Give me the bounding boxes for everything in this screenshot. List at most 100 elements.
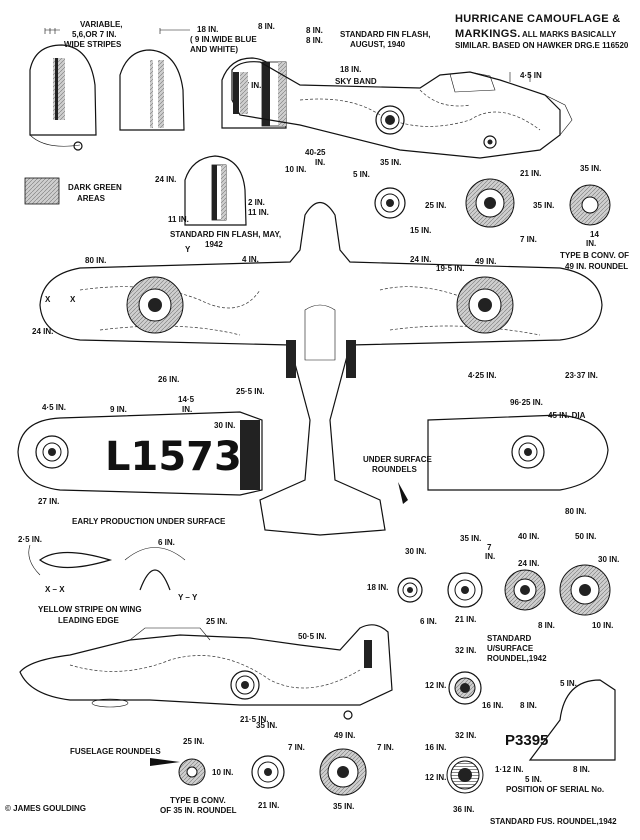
title-line2b: ALL MARKS BASICALLY [522, 30, 617, 39]
title-line3: SIMILAR. BASED ON HAWKER DRG.E 116520 [455, 41, 629, 50]
legend-dark-green: DARK GREEN AREAS [24, 177, 122, 205]
dark-green-swatch [24, 177, 60, 205]
dim-10in: 10 IN. [285, 165, 306, 174]
legend-label: DARK GREEN [68, 183, 122, 192]
dim-8in-u: 8 IN. [538, 621, 555, 630]
dim-18in-b: ( 9 IN.WIDE BLUE [190, 35, 257, 44]
dim-4-5in-early: 4·5 IN. [42, 403, 66, 412]
label-yy: Y – Y [178, 593, 198, 602]
side-view-top: 18 IN. SKY BAND 4·5 IN [231, 61, 573, 159]
dim-35in-u: 35 IN. [460, 534, 481, 543]
dim-27in-early: 27 IN. [38, 497, 59, 506]
dim-16in-std: 16 IN. [482, 701, 503, 710]
dim-variable: VARIABLE, [80, 20, 123, 29]
dim-50in-u: 50 IN. [575, 532, 596, 541]
std-flash-1942b: 1942 [205, 240, 223, 249]
serial-L1573: L1573 [105, 434, 242, 480]
dim-15in: 15 IN. [410, 226, 431, 235]
dim-24in-u: 24 IN. [518, 559, 539, 568]
yellow-caption2: LEADING EDGE [58, 616, 120, 625]
dim-12in-fus: 12 IN. [425, 773, 446, 782]
fin-aug-1940: 8 IN. 8 IN. 8 IN. STANDARD FIN FLASH, AU… [221, 22, 431, 129]
std-fus-roundel-1942: 32 IN. 16 IN. 12 IN. 36 IN. STANDARD FUS… [5, 731, 617, 826]
dim-23-37in: 23·37 IN. [565, 371, 598, 380]
dim-40-25: 40-25 [305, 148, 326, 157]
dim-7in-fus-b: 7 IN. [377, 743, 394, 752]
dim-8in-fus: 8 IN. [573, 765, 590, 774]
type-b-label: TYPE B CONV. OF [560, 251, 629, 260]
credit: © JAMES GOULDING [5, 804, 86, 813]
dim-27in: 27 IN. [240, 81, 261, 90]
dim-14-5b: IN. [182, 405, 192, 414]
label-x1: X [45, 295, 51, 304]
dim-8in-std: 8 IN. [520, 701, 537, 710]
dim-16in-fus: 16 IN. [425, 743, 446, 752]
under-roundel-sizes: 30 IN. 35 IN. 7 IN. 40 IN. 50 IN. 18 IN.… [367, 532, 619, 630]
dim-25-5in: 25·5 IN. [236, 387, 264, 396]
early-caption: EARLY PRODUCTION UNDER SURFACE [72, 517, 226, 526]
dim-30in-u: 30 IN. [405, 547, 426, 556]
std-fus-label: STANDARD FUS. ROUNDEL,1942 [490, 817, 617, 826]
dim-4-5in: 4·5 IN [520, 71, 542, 80]
std-flash-1942: STANDARD FIN FLASH, MAY, [170, 230, 281, 239]
dim-11in-b: 11 IN. [248, 208, 269, 217]
dim-18in-c: AND WHITE) [190, 45, 238, 54]
std-flash-1940b: AUGUST, 1940 [350, 40, 406, 49]
dim-7in: 7 IN. [520, 235, 537, 244]
serial-pos-label: POSITION OF SERIAL No. [506, 785, 604, 794]
dim-24in-b: 24 IN. [32, 327, 53, 336]
dim-45in-dia: 45 IN. DIA [548, 411, 586, 420]
dim-35in: 35 IN. [380, 158, 401, 167]
dim-21in: 21 IN. [520, 169, 541, 178]
early-underside: L1573 4·5 IN. 9 IN. 14·5 IN. 30 IN. 27 I… [17, 395, 263, 526]
dim-50-5in: 50·5 IN. [298, 632, 326, 641]
std-u-label1: STANDARD [487, 634, 532, 643]
top-roundels: 40-25 IN. 10 IN. 35 IN. 5 IN. 25 IN. 15 … [285, 148, 629, 271]
fin-variable: VARIABLE, 5,6,OR 7 IN. WIDE STRIPES [29, 20, 123, 151]
dim-80in-under: 80 IN. [565, 507, 586, 516]
dim-35in-c: 35 IN. [580, 164, 601, 173]
dim-2in: 2 IN. [248, 198, 265, 207]
dim-4in: 4 IN. [242, 255, 259, 264]
dim-5in: 5 IN. [353, 170, 370, 179]
dim-30in-u-b: 30 IN. [598, 555, 619, 564]
dim-6in-u: 6 IN. [420, 617, 437, 626]
dim-32in-std: 32 IN. [455, 646, 476, 655]
dim-19-5in: 19·5 IN. [436, 264, 464, 273]
dim-96-25in: 96·25 IN. [510, 398, 543, 407]
dim-49in-fus: 49 IN. [334, 731, 355, 740]
dim-4-25in: 4·25 IN. [468, 371, 496, 380]
fin-may-1942: 24 IN. 2 IN. 11 IN. 11 IN. STANDARD FIN … [155, 155, 281, 249]
dim-5in-std: 5 IN. [560, 679, 577, 688]
dim-10in-u: 10 IN. [592, 621, 613, 630]
type-b-label2: 49 IN. ROUNDEL [565, 262, 628, 271]
fuselage-roundels: FUSELAGE ROUNDELS 25 IN. 10 IN. TYPE B C… [70, 721, 394, 815]
under-label2: ROUNDELS [372, 465, 418, 474]
dim-8in-a: 8 IN. [258, 22, 275, 31]
dim-14-5: 14·5 [178, 395, 195, 404]
dim-25in-fus: 25 IN. [183, 737, 204, 746]
dim-21in-fus: 21 IN. [258, 801, 279, 810]
dim-35in-fus: 35 IN. [256, 721, 277, 730]
dim-26in: 26 IN. [158, 375, 179, 384]
type-b-fus2: OF 35 IN. ROUNDEL [160, 806, 237, 815]
under-label1: UNDER SURFACE [363, 455, 433, 464]
std-under-roundel-1942: 32 IN. 12 IN. STANDARD U/SURFACE ROUNDEL… [425, 634, 616, 761]
dim-18in: 18 IN. [197, 25, 218, 34]
std-flash-1940: STANDARD FIN FLASH, [340, 30, 431, 39]
yellow-caption1: YELLOW STRIPE ON WING [38, 605, 142, 614]
dim-18in-u: 18 IN. [367, 583, 388, 592]
dim-7b-u: IN. [485, 552, 495, 561]
dim-40-25b: IN. [315, 158, 325, 167]
dim-8in-c: 8 IN. [306, 36, 323, 45]
dim-10in-fus: 10 IN. [212, 768, 233, 777]
yellow-stripe-sections: 2·5 IN. X – X 6 IN. Y – Y YELLOW STRIPE … [18, 535, 198, 625]
dim-1-12in: 1·12 IN. [495, 765, 523, 774]
dim-40in-u: 40 IN. [518, 532, 539, 541]
legend-label2: AREAS [77, 194, 106, 203]
dim-7in-fus: 7 IN. [288, 743, 305, 752]
dim-25in: 25 IN. [425, 201, 446, 210]
fin-18in: 18 IN. ( 9 IN.WIDE BLUE AND WHITE) [119, 25, 257, 131]
dim-35in-fus-b: 35 IN. [333, 802, 354, 811]
